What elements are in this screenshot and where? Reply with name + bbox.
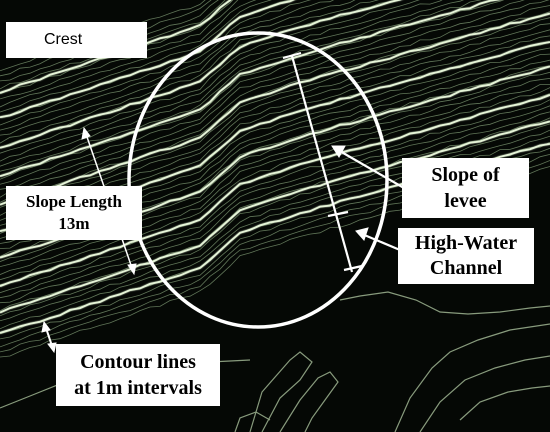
major-contour-line xyxy=(0,12,550,206)
minor-contour-line xyxy=(0,0,482,172)
minor-contour-line xyxy=(0,117,550,312)
minor-contour-line xyxy=(0,5,550,198)
crest-label-text: Crest xyxy=(44,31,83,48)
contour-lines-label: Contour lines at 1m intervals xyxy=(56,344,220,406)
major-contour-line xyxy=(0,120,550,314)
minor-contour-line xyxy=(0,0,505,180)
slope-of-levee-label: Slope of levee xyxy=(402,158,529,218)
contour-lines-label-line-2: at 1m intervals xyxy=(74,377,202,399)
minor-contour-line xyxy=(0,0,234,95)
minor-contour-line xyxy=(0,105,550,299)
minor-contour-line xyxy=(0,0,356,136)
slope-measure-line xyxy=(290,55,354,273)
minor-contour-line xyxy=(0,0,525,185)
minor-contour-line xyxy=(0,87,550,281)
minor-contour-line xyxy=(0,129,550,322)
slope-levee-pointer-line xyxy=(337,149,405,189)
hw-channel-bracket-bottom xyxy=(343,264,363,272)
minor-contour-line xyxy=(0,123,550,317)
minor-contour-line xyxy=(0,0,239,100)
hw-channel-pointer-head xyxy=(355,227,369,241)
minor-contour-line xyxy=(0,111,550,304)
major-contour-line xyxy=(0,0,295,119)
major-contour-line xyxy=(0,0,501,178)
contour-interval-arrowhead-top xyxy=(41,320,51,333)
high-water-channel-label: High-Water Channel xyxy=(398,228,534,284)
slope-length-arrowhead-bottom xyxy=(127,263,137,276)
minor-contour-line xyxy=(0,0,335,131)
slope-length-arrowhead-top xyxy=(81,126,91,140)
minor-contour-line xyxy=(0,0,443,162)
slope-of-levee-label-line-2: levee xyxy=(444,190,487,212)
levee-highlight-ellipse xyxy=(127,31,389,329)
major-contour-lines xyxy=(0,0,550,334)
minor-contour-line xyxy=(0,0,312,126)
minor-contour-line xyxy=(0,0,379,144)
minor-contour-line xyxy=(0,0,550,190)
minor-contour-line xyxy=(0,84,550,275)
minor-contour-line xyxy=(0,23,550,216)
high-water-channel-label-line-1: High-Water xyxy=(414,232,518,254)
slope-length-label-line-2: 13m xyxy=(58,214,90,233)
slope-of-levee-label-line-1: Slope of xyxy=(431,164,500,186)
hw-channel-pointer-line xyxy=(361,232,401,252)
slope-levee-pointer-head xyxy=(331,145,346,158)
major-contour-line xyxy=(0,94,550,287)
crest-label: Crest xyxy=(6,22,147,58)
annotation-marks xyxy=(41,31,405,354)
slope-length-label: Slope Length 13m xyxy=(6,186,142,240)
minor-contour-line xyxy=(0,0,272,113)
high-water-channel-label-line-2: Channel xyxy=(429,257,503,279)
hw-channel-bracket-top xyxy=(327,210,349,218)
slope-measure-tick-top xyxy=(282,52,302,59)
contour-lines-label-line-1: Contour lines xyxy=(80,351,196,373)
contour-interval-arrowhead-bottom xyxy=(47,342,57,354)
minor-contour-line xyxy=(0,0,420,154)
slope-length-label-line-1: Slope Length xyxy=(26,192,122,211)
minor-contour-line xyxy=(0,0,257,108)
minor-contour-line xyxy=(0,17,550,208)
minor-contour-line xyxy=(0,11,550,203)
minor-contour-line xyxy=(0,99,550,294)
minor-contour-line xyxy=(0,0,226,90)
minor-contour-line xyxy=(0,0,465,167)
major-contour-line xyxy=(0,0,232,94)
